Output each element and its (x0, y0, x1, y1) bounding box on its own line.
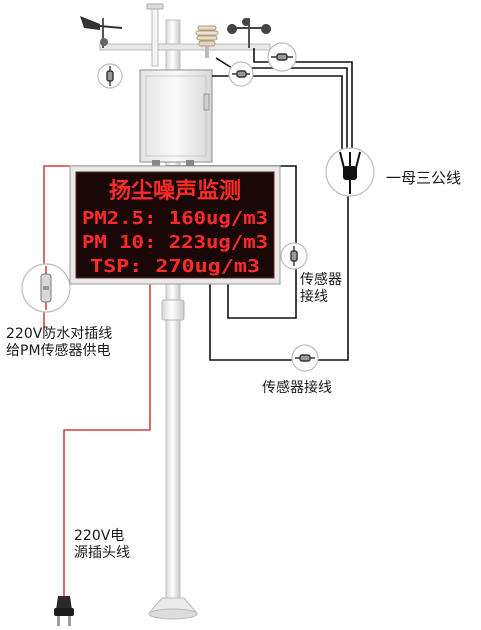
splitter-cable-label: 一母三公线 (386, 170, 461, 187)
power-plug-label: 220V电 源插头线 (74, 528, 130, 562)
control-box (140, 70, 212, 166)
splitter-cable-icon (326, 148, 374, 196)
display-title: 扬尘噪声监测 (109, 178, 241, 204)
pm-power-label: 220V防水对插线 给PM传感器供电 (6, 326, 112, 360)
pm-power-line2: 给PM传感器供电 (6, 343, 112, 360)
sensor-wiring-right-line2: 接线 (300, 289, 342, 306)
wind-vane-icon (80, 16, 122, 48)
power-plug-icon (54, 596, 74, 626)
display-line-pm10: PM 10: 223ug/m3 (82, 232, 268, 253)
sensor-wiring-bottom-label: 传感器接线 (262, 380, 332, 397)
display-line-pm25: PM2.5: 160ug/m3 (82, 208, 268, 229)
display-line-tsp: TSP: 270ug/m3 (90, 256, 260, 277)
sensor-mast (100, 4, 270, 66)
radiation-shield-icon (196, 26, 218, 58)
power-plug-line1: 220V电 (74, 528, 130, 545)
pm-power-line1: 220V防水对插线 (6, 326, 112, 343)
sensor-wiring-right-line1: 传感器 (300, 272, 342, 289)
sensor-wiring-right-label: 传感器 接线 (300, 272, 342, 306)
power-plug-line2: 源插头线 (74, 545, 130, 562)
